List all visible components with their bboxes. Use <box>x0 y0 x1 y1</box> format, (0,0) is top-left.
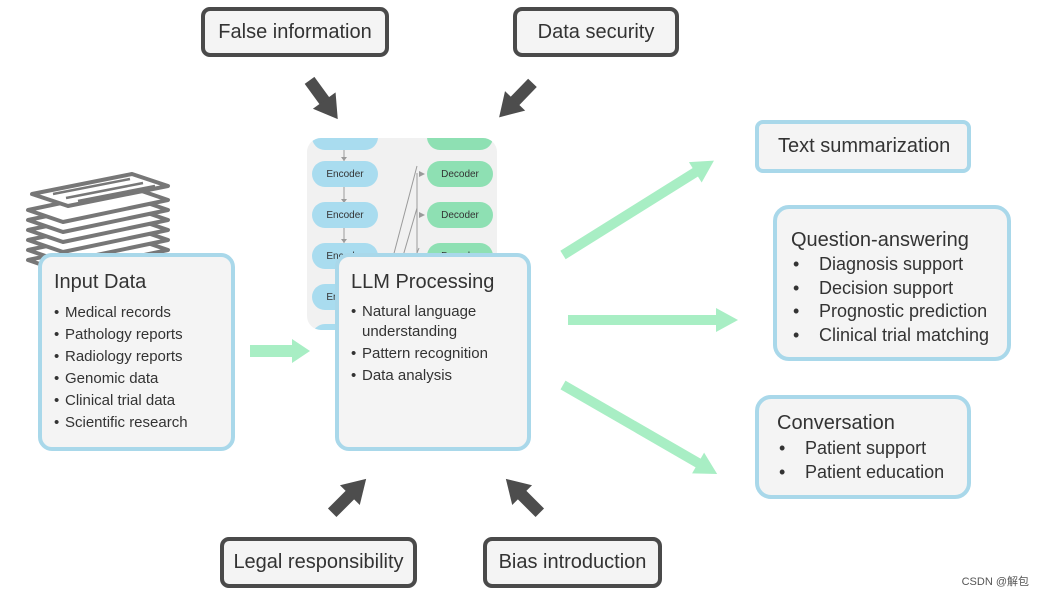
decoder-block <box>427 138 493 150</box>
list-item: Natural language understanding <box>351 302 492 342</box>
up-left-arrow-icon <box>505 478 545 518</box>
input-data-card: Input Data Medical records Pathology rep… <box>38 253 235 451</box>
question-answering-title: Question-answering <box>791 229 969 251</box>
llm-processing-title: LLM Processing <box>351 271 495 293</box>
input-data-list: Medical records Pathology reports Radiol… <box>54 302 221 434</box>
right-arrow-icon <box>250 339 310 363</box>
right-arrow-icon <box>560 380 718 474</box>
list-item: Genomic data <box>54 368 221 390</box>
input-data-title: Input Data <box>54 271 147 293</box>
list-item: Clinical trial data <box>54 390 221 412</box>
right-arrow-icon <box>568 308 738 332</box>
text-summarization-title: Text summarization <box>778 135 951 157</box>
list-item: Pathology reports <box>54 324 221 346</box>
llm-processing-card: LLM Processing Natural language understa… <box>335 253 531 451</box>
list-item: Medical records <box>54 302 221 324</box>
list-item: Diagnosis support <box>791 253 997 277</box>
list-item: Radiology reports <box>54 346 221 368</box>
list-item: Scientific research <box>54 412 221 434</box>
question-answering-card: Question-answering Diagnosis support Dec… <box>773 205 1011 361</box>
up-right-arrow-icon <box>327 478 367 518</box>
risk-label: Legal responsibility <box>233 551 404 573</box>
right-arrow-icon <box>560 160 714 260</box>
risk-data-security: Data security <box>513 7 679 57</box>
watermark: CSDN @解包 <box>961 576 1029 588</box>
list-item: Decision support <box>791 277 997 301</box>
risk-false-information: False information <box>201 7 389 57</box>
risk-bias-introduction: Bias introduction <box>483 537 662 588</box>
risk-label: Bias introduction <box>498 551 647 573</box>
text-summarization-card: Text summarization <box>755 120 971 173</box>
conversation-title: Conversation <box>777 412 895 434</box>
document-stack-icon <box>26 172 170 274</box>
encoder-block <box>312 138 378 150</box>
list-item: Patient education <box>777 461 957 485</box>
decoder-block: Decoder <box>427 202 493 228</box>
conversation-list: Patient support Patient education <box>777 437 957 484</box>
list-item: Patient support <box>777 437 957 461</box>
risk-label: Data security <box>537 20 655 43</box>
decoder-block: Decoder <box>427 161 493 187</box>
risk-label: False information <box>218 20 372 43</box>
llm-processing-list: Natural language understanding Pattern r… <box>351 302 517 386</box>
risk-arrows <box>304 76 545 518</box>
flow-arrows <box>250 160 738 474</box>
down-right-arrow-icon <box>304 76 338 120</box>
question-answering-list: Diagnosis support Decision support Progn… <box>791 253 997 347</box>
list-item: Clinical trial matching <box>791 324 997 348</box>
down-left-arrow-icon <box>499 78 537 118</box>
encoder-block: Encoder <box>312 161 378 187</box>
conversation-card: Conversation Patient support Patient edu… <box>755 395 971 499</box>
risk-legal-responsibility: Legal responsibility <box>220 537 417 588</box>
encoder-block: Encoder <box>312 202 378 228</box>
list-item: Data analysis <box>351 366 517 386</box>
list-item: Pattern recognition <box>351 344 517 364</box>
list-item: Prognostic prediction <box>791 300 997 324</box>
